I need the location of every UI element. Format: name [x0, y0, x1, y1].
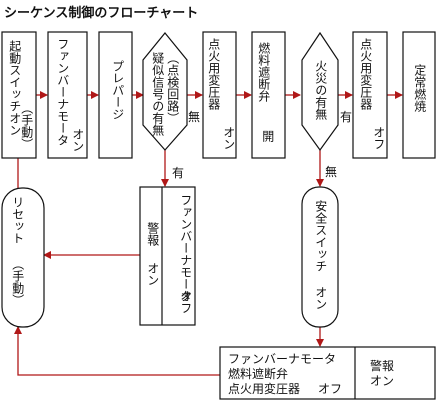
- alarm-label: 警報: [145, 222, 160, 246]
- flame-yes-label: 有: [340, 110, 353, 124]
- reset-box: [1, 187, 45, 328]
- final-valve-label: 燃料遮断弁: [228, 367, 289, 381]
- transformer-off-label: 点火用変圧器: [358, 38, 373, 110]
- flame-diamond: [301, 31, 339, 152]
- prepurge-box: [98, 31, 133, 159]
- transformer-off-box: [352, 31, 388, 159]
- fuel-valve-label: 燃料遮断弁: [256, 42, 271, 102]
- check-circuit-label: （点検回路）: [165, 52, 180, 124]
- final-alarm-label: 警報: [370, 359, 395, 373]
- final-off-label: オフ: [318, 382, 343, 396]
- final-fan-label: ファンバーナモータ: [228, 352, 337, 366]
- flame-no-label: 無: [325, 165, 338, 179]
- transformer-on-label: 点火用変圧器: [206, 38, 221, 110]
- check-diamond: [142, 32, 188, 151]
- safety-box: [301, 186, 339, 328]
- start-label-manual: （手動）: [19, 102, 34, 150]
- steady-box: [402, 31, 436, 159]
- fan-motor-label: ファンバーナモータ: [55, 38, 70, 146]
- reset-manual-label: （手動）: [10, 258, 25, 306]
- check-yes-label: 有: [172, 166, 185, 180]
- check-signal-label: 疑似信号の有無: [150, 52, 165, 136]
- start-box: [1, 31, 37, 159]
- arrow-final-reset: [14, 326, 220, 376]
- final-transformer-label: 点火用変圧器: [228, 382, 301, 396]
- transformer-on-box: [202, 31, 237, 159]
- safety-on-label: オン: [313, 286, 328, 310]
- flame-label: 火災の有無: [313, 60, 328, 120]
- check-no-label: 無: [188, 110, 201, 124]
- final-box: [219, 346, 436, 400]
- diagram-title: シーケンス制御のフローチャート: [4, 6, 199, 21]
- fan-motor-on-label: オン: [70, 128, 85, 152]
- final-alarm-on-label: オン: [370, 374, 395, 388]
- safety-switch-label: 安全スイッチ: [313, 200, 328, 272]
- prepurge-label: プレパージ: [110, 60, 125, 120]
- alarm-box: [139, 186, 196, 326]
- steady-label: 定常燃焼: [412, 64, 427, 112]
- transformer-off-state: オフ: [371, 126, 386, 150]
- fuel-valve-state: 開: [260, 130, 275, 142]
- fan-motor-box: [47, 31, 88, 159]
- reset-label: リセット: [10, 196, 25, 244]
- alarm-on-label: オン: [145, 262, 160, 286]
- start-label: 起動スイッチオン: [7, 40, 22, 136]
- alarm-fan-label: ファンバーナモータ: [178, 194, 193, 302]
- transformer-on-state: オン: [221, 126, 236, 150]
- valve-open-box: [251, 31, 286, 159]
- alarm-fan-off-label: オフ: [178, 290, 193, 314]
